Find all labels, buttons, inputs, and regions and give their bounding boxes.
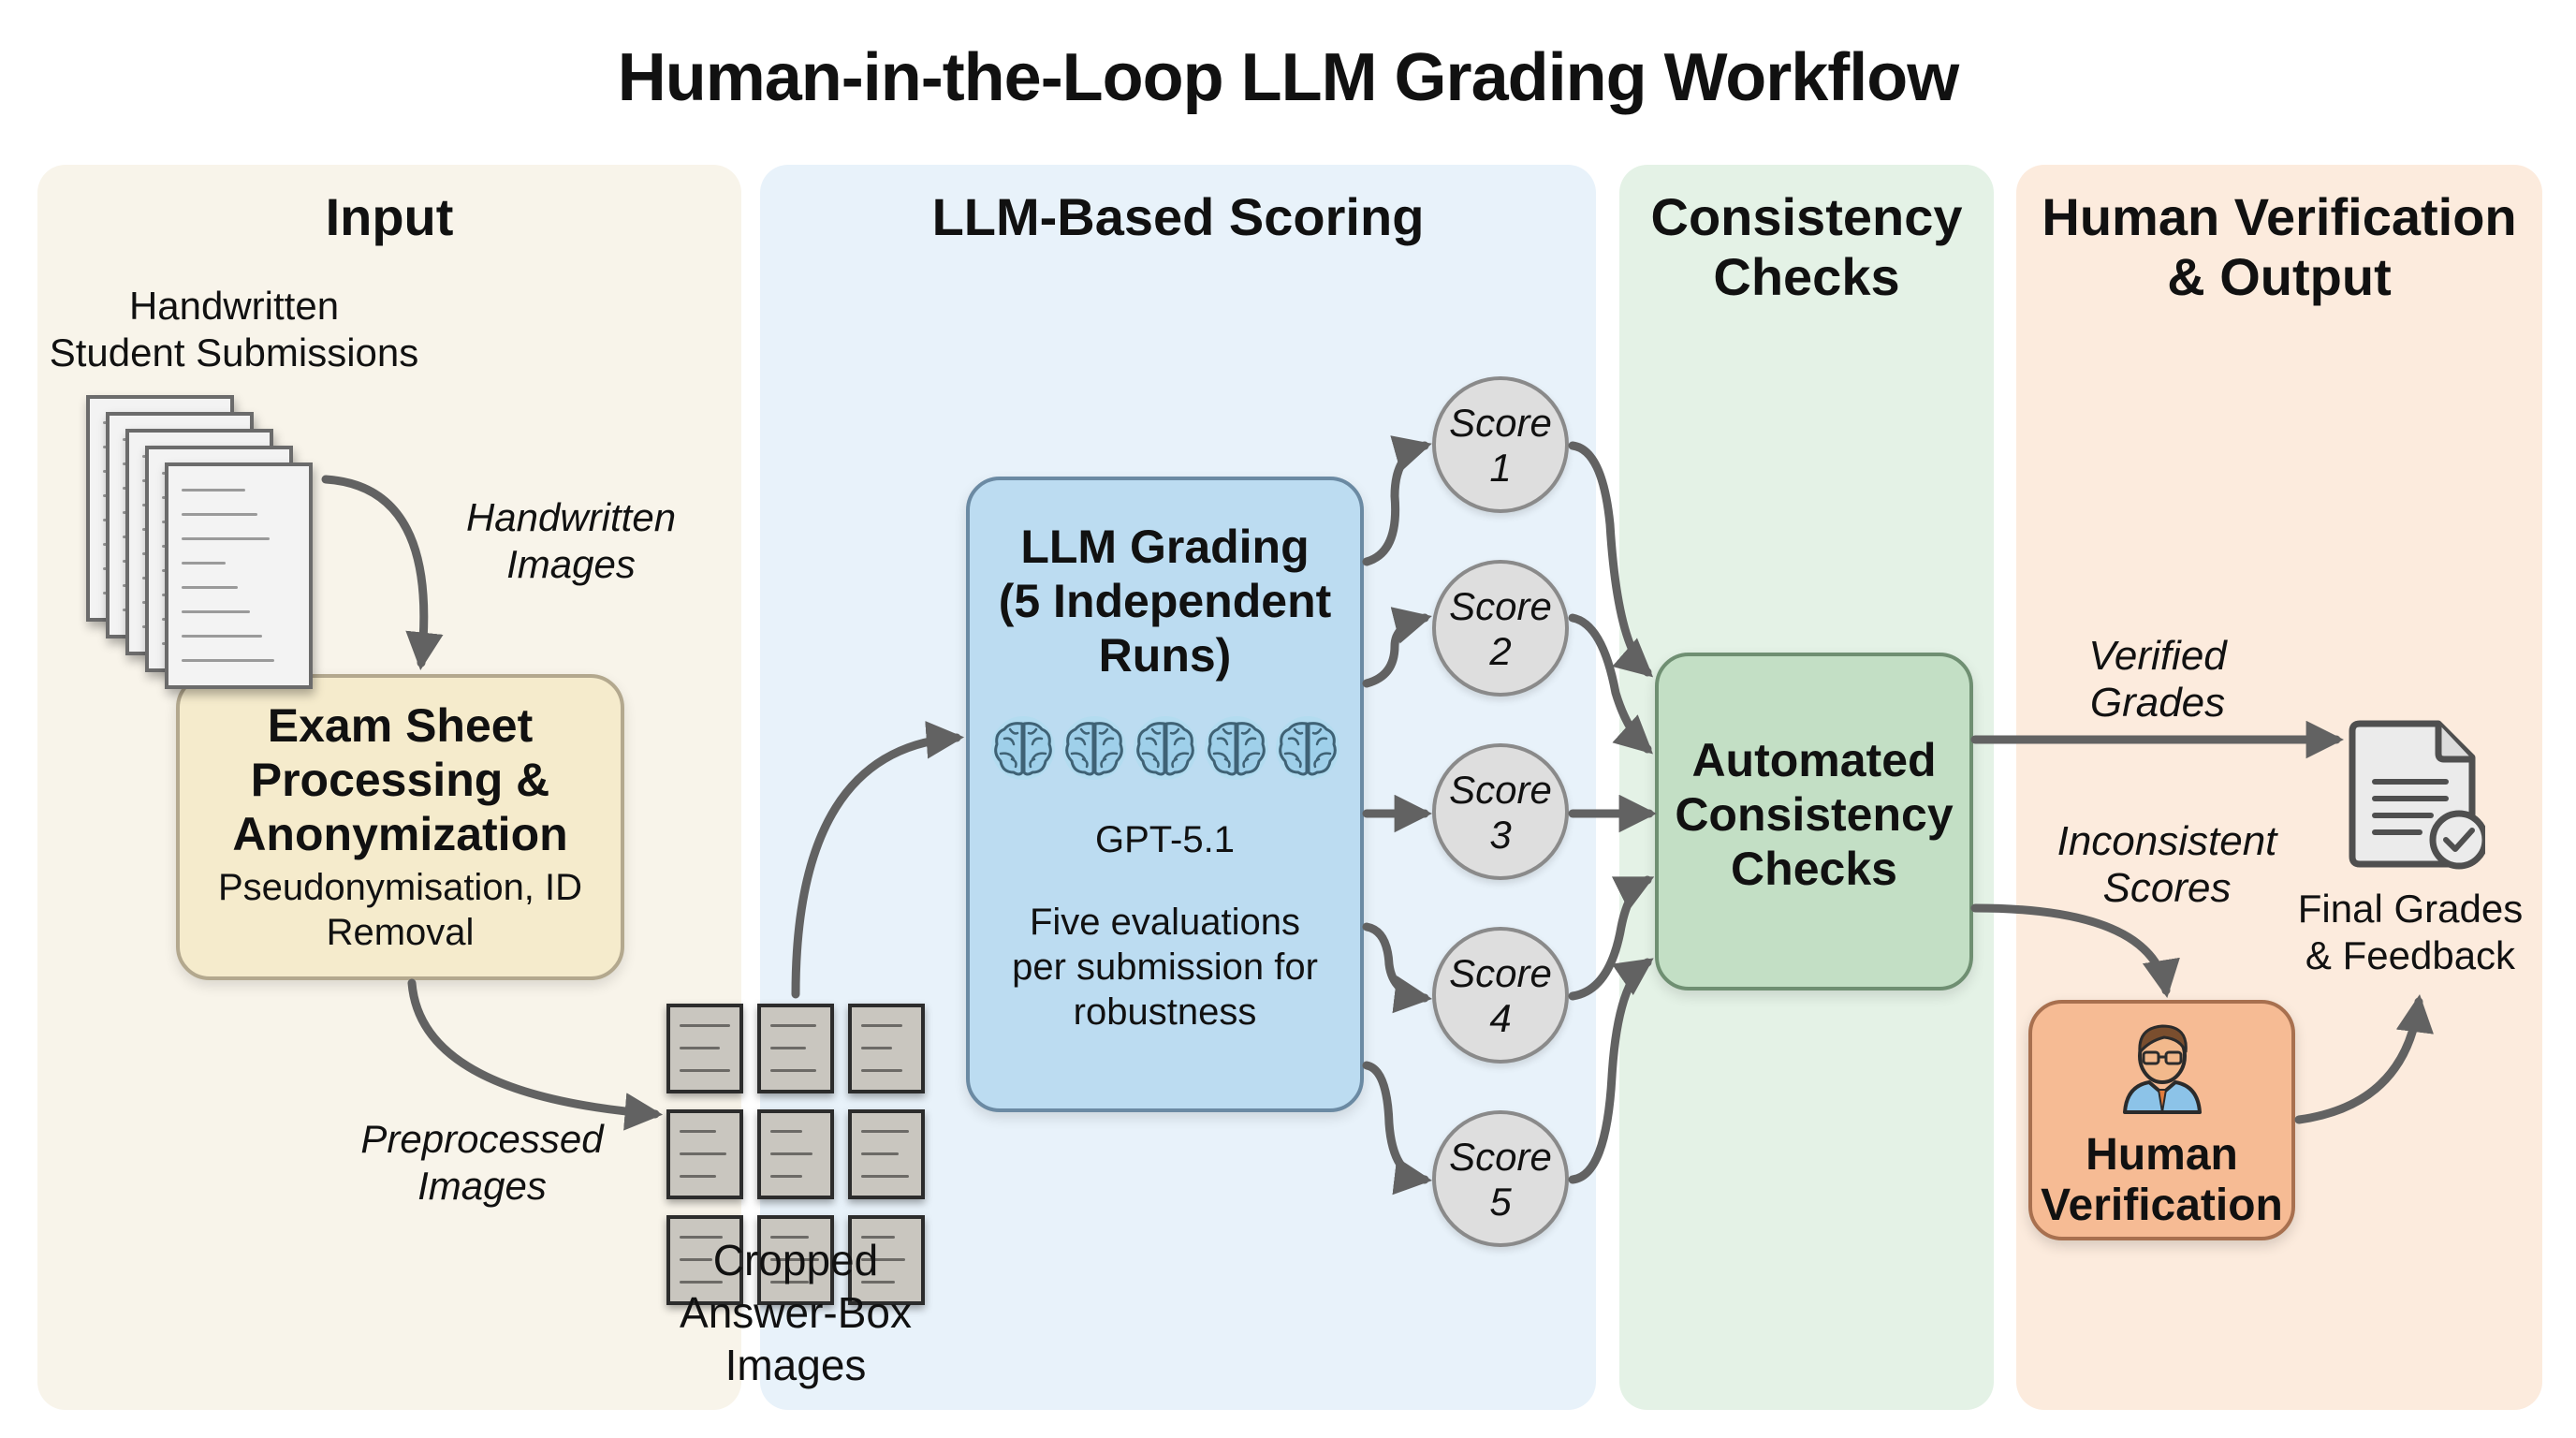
label-line: Cropped [712, 1236, 879, 1284]
title-line: Automated [1691, 734, 1937, 786]
brain-icon [1061, 716, 1126, 780]
label-line: Images [724, 1341, 867, 1389]
score-circle-3: Score 3 [1432, 743, 1569, 880]
label-line: Inconsistent [2056, 818, 2277, 864]
cons-box-title: Automated Consistency Checks [1659, 733, 1969, 896]
answer-box-tile [757, 1215, 834, 1305]
desc-line: Five evaluations [1029, 902, 1301, 943]
desc-line: robustness [1073, 991, 1257, 1033]
submissions-label: Handwritten Student Submissions [19, 283, 449, 376]
panel-title-input: Input [325, 187, 454, 246]
title-line: Checks [1731, 843, 1897, 895]
brain-icon [1133, 716, 1197, 780]
panel-title-line: Checks [1713, 247, 1900, 306]
title-line: Runs) [1098, 629, 1232, 682]
score-label: Score [1449, 1135, 1552, 1179]
answer-box-tile [848, 1109, 925, 1199]
title-line: Verification [2041, 1181, 2283, 1230]
paper-sheet [165, 462, 313, 689]
label-line: Final Grades [2297, 887, 2524, 931]
score-label: Score [1449, 401, 1552, 445]
score-label: Score [1449, 768, 1552, 812]
label-line: Handwritten [128, 284, 340, 328]
human-box-title: Human Verification [2032, 1130, 2291, 1231]
verified-grades-label: Verified Grades [2031, 633, 2284, 726]
automated-consistency-checks-box: Automated Consistency Checks [1655, 653, 1973, 990]
llm-box-title: LLM Grading (5 Independent Runs) [970, 520, 1360, 682]
label-line: Verified [2088, 633, 2227, 679]
title-line: Processing & [250, 754, 550, 806]
exam-sheet-processing-box: Exam Sheet Processing & Anonymization Ps… [176, 674, 624, 980]
panel-title-consistency: Consistency Checks [1619, 187, 1994, 307]
final-grades-label: Final Grades & Feedback [2275, 886, 2546, 979]
diagram-title: Human-in-the-Loop LLM Grading Workflow [617, 40, 1959, 115]
score-circle-1: Score 1 [1432, 376, 1569, 513]
answer-box-tile [757, 1004, 834, 1093]
brain-icons-row [970, 714, 1360, 789]
label-line: Scores [2102, 865, 2232, 911]
label-line: Student Submissions [49, 330, 419, 374]
score-label: Score [1449, 951, 1552, 995]
panel-title-line: Consistency [1650, 187, 1963, 246]
desc-line: per submission for [1012, 946, 1318, 988]
subtitle-line: Removal [326, 912, 475, 953]
human-verification-box: Human Verification [2028, 1000, 2295, 1240]
answer-box-tile [666, 1215, 743, 1305]
label-line: & Feedback [2305, 933, 2516, 977]
score-circle-4: Score 4 [1432, 927, 1569, 1064]
panel-title-human: Human Verification & Output [2016, 187, 2542, 307]
label-line: Answer-Box [680, 1288, 912, 1337]
score-number: 3 [1489, 813, 1512, 857]
panel-title-llm: LLM-Based Scoring [931, 187, 1425, 246]
title-line: Anonymization [232, 808, 568, 860]
handwritten-images-label: Handwritten Images [440, 494, 702, 588]
answer-box-tile [848, 1004, 925, 1093]
reviewer-person-icon [2122, 1024, 2202, 1114]
inconsistent-scores-label: Inconsistent Scores [2022, 818, 2312, 912]
title-line: Exam Sheet [267, 699, 534, 752]
cropped-images-label: Cropped Answer-Box Images [646, 1234, 945, 1391]
model-name: GPT-5.1 [1095, 819, 1235, 860]
exam-box-subtitle: Pseudonymisation, ID Removal [180, 865, 621, 955]
score-circle-2: Score 2 [1432, 560, 1569, 697]
panel-title-line: & Output [2167, 247, 2392, 306]
final-grades-document-icon [2349, 720, 2485, 870]
label-line: Images [417, 1164, 547, 1208]
title-line: Consistency [1675, 788, 1954, 841]
score-number: 2 [1489, 629, 1512, 673]
title-line: (5 Independent [998, 575, 1332, 627]
title-line: Human [2086, 1130, 2238, 1180]
llm-box-description: Five evaluations per submission for robu… [970, 900, 1360, 1034]
score-number: 1 [1489, 446, 1512, 490]
answer-box-tile [848, 1215, 925, 1305]
panel-title-line: Human Verification [2042, 187, 2517, 246]
score-label: Score [1449, 584, 1552, 628]
label-line: Handwritten [465, 495, 677, 539]
label-line: Preprocessed [360, 1117, 604, 1161]
answer-box-tile [666, 1004, 743, 1093]
llm-grading-box: LLM Grading (5 Independent Runs) GPT-5.1… [966, 477, 1364, 1112]
brain-icon [1204, 716, 1268, 780]
answer-box-tile [666, 1109, 743, 1199]
brain-icon [990, 716, 1055, 780]
score-number: 5 [1489, 1180, 1512, 1224]
subtitle-line: Pseudonymisation, ID [217, 867, 583, 908]
exam-box-title: Exam Sheet Processing & Anonymization [180, 698, 621, 861]
label-line: Images [506, 542, 636, 586]
label-line: Grades [2089, 680, 2226, 726]
title-line: LLM Grading [1020, 521, 1310, 573]
answer-box-tile [757, 1109, 834, 1199]
preprocessed-images-label: Preprocessed Images [337, 1116, 627, 1210]
score-circle-5: Score 5 [1432, 1110, 1569, 1247]
brain-icon [1275, 716, 1339, 780]
score-number: 4 [1489, 996, 1512, 1040]
